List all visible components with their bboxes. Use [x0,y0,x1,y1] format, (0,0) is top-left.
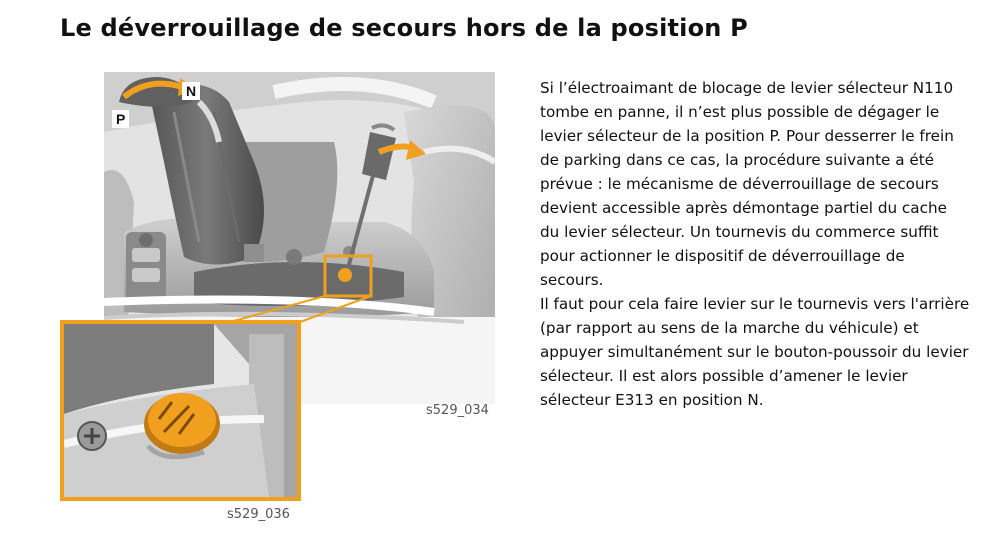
main-figure-caption: s529_034 [426,403,489,418]
unlock-mechanism-closeup [64,324,297,497]
position-n-label: N [182,82,201,100]
zoom-illustration [60,320,301,501]
body-text: Si l’électroaimant de blocage de levier … [540,76,970,412]
zoom-figure-caption: s529_036 [227,507,290,522]
paragraph-2: Il faut pour cela faire levier sur le to… [540,295,970,409]
position-p-label: P [112,110,130,128]
page-title: Le déverrouillage de secours hors de la … [60,14,748,42]
paragraph-1: Si l’électroaimant de blocage de levier … [540,79,954,289]
